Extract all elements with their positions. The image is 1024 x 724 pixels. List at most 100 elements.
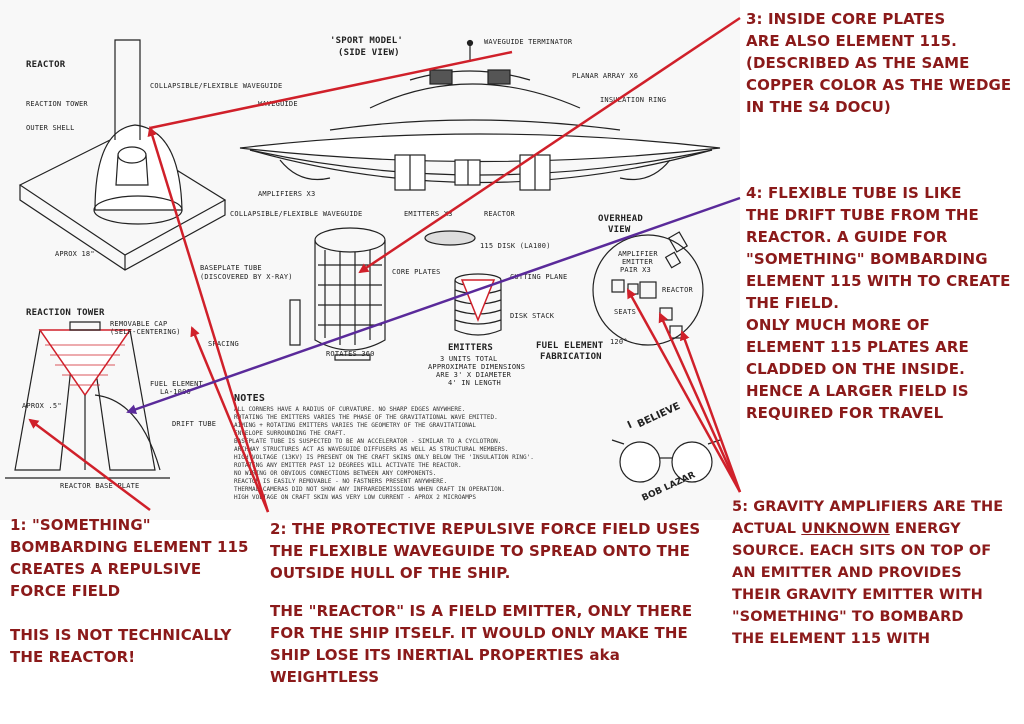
ship-title: 'SPORT MODEL' (330, 36, 404, 46)
callout-2-line: OUTSIDE HULL OF THE SHIP. (270, 564, 511, 582)
callout-4-line: THE FIELD. (746, 294, 840, 312)
schematic-sketch: REACTOR REACTION TOWER OUTER SHELL COLLA… (5, 36, 721, 504)
tower-fuel-id-label: LA-1000 (160, 388, 191, 396)
ship-reactor-label: REACTOR (484, 210, 515, 218)
callout-2-line: FOR THE SHIP ITSELF. IT WOULD ONLY MAKE … (270, 624, 688, 642)
baseplate-tube-label: BASEPLATE TUBE (200, 264, 262, 272)
callout-1-line: CREATES A REPULSIVE (10, 560, 202, 578)
reactor-title: REACTOR (26, 60, 66, 70)
notes-title: NOTES (234, 393, 266, 404)
overhead-title: OVERHEAD (598, 214, 643, 224)
note-line: AIMING + ROTATING EMITTERS VARIES THE GE… (234, 422, 477, 429)
ship-waveguide-label: WAVEGUIDE (258, 100, 298, 108)
callout-3-line: 3: INSIDE CORE PLATES (746, 10, 946, 28)
base-plate-label: REACTOR BASE PLATE (60, 482, 140, 490)
waveguide-terminator-label: WAVEGUIDE TERMINATOR (484, 38, 573, 46)
callout-4-line: REACTOR. A GUIDE FOR (746, 228, 948, 246)
callout-4-line: 4: FLEXIBLE TUBE IS LIKE (746, 184, 962, 202)
tower-fuel-label: FUEL ELEMENT (150, 380, 203, 388)
arrow-callout-4 (126, 196, 741, 415)
emitters-label: EMITTERS X3 (404, 210, 453, 218)
arrow-callout-3 (358, 16, 741, 274)
emitter-label: EMITTER (622, 258, 653, 266)
drift-tube-label: DRIFT TUBE (172, 420, 217, 428)
emitters-detail-3: ARE 3' X DIAMETER (436, 371, 512, 379)
core-plates-label: CORE PLATES (392, 268, 441, 276)
callout-1-line: THIS IS NOT TECHNICALLY (10, 626, 232, 644)
arrow-callout-5-b (658, 312, 742, 493)
arrow-callout-2-c (149, 50, 513, 130)
callout-5-line: SOURCE. EACH SITS ON TOP OF (732, 543, 992, 559)
callout-5-line: AN EMITTER AND PROVIDES (732, 565, 962, 581)
callout-5-line: THEIR GRAVITY EMITTER WITH (732, 587, 983, 603)
tower-title: REACTION TOWER (26, 308, 105, 318)
amplifier-label: AMPLIFIER (618, 250, 658, 258)
emitters-title: EMITTERS (448, 343, 493, 353)
callout-2-line: SHIP LOSE ITS INERTIAL PROPERTIES aka (270, 646, 620, 664)
note-line: ALL CORNERS HAVE A RADIUS OF CURVATURE. … (234, 406, 466, 413)
arrow-callout-1 (28, 418, 151, 511)
arrow-callout-5-a (626, 288, 742, 493)
note-line: ENVELOPE SURROUNDING THE CRAFT. (234, 430, 346, 437)
baseplate-tube-note: (DISCOVERED BY X-RAY) (200, 273, 293, 281)
note-line: REACTOR IS EASILY REMOVABLE - NO FASTNER… (234, 478, 448, 485)
spacing-label: SPACING (208, 340, 239, 348)
callout-3-line: ARE ALSO ELEMENT 115. (746, 32, 957, 50)
callout-5: 5: GRAVITY AMPLIFIERS ARE THE ACTUAL UNK… (732, 496, 1003, 650)
callout-4-line: THE DRIFT TUBE FROM THE (746, 206, 979, 224)
callout-3-line: COPPER COLOR AS THE WEDGE (746, 76, 1012, 94)
removable-cap-label: REMOVABLE CAP (110, 320, 168, 328)
callout-5-line: 5: GRAVITY AMPLIFIERS ARE THE (732, 499, 1004, 515)
callout-4-line: ONLY MUCH MORE OF (746, 316, 930, 334)
fuel-element-drawing (454, 273, 502, 336)
callout-1-line: 1: "SOMETHING" (10, 516, 151, 534)
outer-shell-label: OUTER SHELL (26, 124, 75, 132)
note-line: ARCHWAY STRUCTURES ACT AS WAVEGUIDE DIFF… (234, 446, 509, 453)
callout-1-line: FORCE FIELD (10, 582, 121, 600)
callout-2-line: THE FLEXIBLE WAVEGUIDE TO SPREAD ONTO TH… (270, 542, 690, 560)
callout-4-line: "SOMETHING" BOMBARDING (746, 250, 988, 268)
note-line: ROTATING ANY EMITTER PAST 12 DEGREES WIL… (234, 462, 462, 469)
reactor-approx-label: APROX 18" (55, 250, 95, 258)
rotates-label: ROTATES 360 (326, 350, 375, 358)
overhead-reactor-label: REACTOR (662, 286, 693, 294)
callout-5-line: "SOMETHING" TO BOMBARD (732, 609, 964, 625)
callout-5-text: ENERGY (889, 521, 961, 537)
reactor-drawing (18, 39, 227, 271)
emitters-detail-2: APPROXIMATE DIMENSIONS (428, 363, 526, 371)
callout-3-line: IN THE S4 DOCU) (746, 98, 891, 116)
callout-5-line: THE ELEMENT 115 WITH (732, 631, 931, 647)
callout-2-line: WEIGHTLESS (270, 668, 380, 686)
callout-4-line: REQUIRED FOR TRAVEL (746, 404, 944, 422)
note-line: BASEPLATE TUBE IS SUSPECTED TO BE AN ACC… (234, 438, 502, 445)
callout-4-line: ELEMENT 115 WITH TO CREATE (746, 272, 1011, 290)
callout-4-line: ELEMENT 115 PLATES ARE (746, 338, 969, 356)
ship-subtitle: (SIDE VIEW) (338, 48, 400, 58)
pair-label: PAIR X3 (620, 266, 651, 274)
reaction-tower-drawing (5, 321, 170, 479)
note-line: NO WIRING OR OBVIOUS CONNECTIONS BETWEEN… (234, 470, 437, 477)
disk-label: 115 DISK (LA100) (480, 242, 551, 250)
callout-5-text: ACTUAL (732, 521, 802, 537)
callout-4: 4: FLEXIBLE TUBE IS LIKE THE DRIFT TUBE … (746, 182, 1010, 424)
fuel-element-label: FUEL ELEMENT (536, 341, 604, 351)
note-line: HIGH VOLTAGE (13KV) IS PRESENT ON THE CR… (234, 454, 534, 461)
fabrication-label: FABRICATION (540, 352, 602, 362)
angle-label: 120° (610, 338, 628, 346)
arrow-callout-2-a (147, 126, 270, 513)
callout-1: 1: "SOMETHING" BOMBARDING ELEMENT 115 CR… (10, 514, 249, 668)
baseplate-tube-drawing (289, 227, 476, 361)
note-line: ROTATING THE EMITTERS VARIES THE PHASE O… (234, 414, 498, 421)
arrow-callout-5-c (680, 330, 742, 493)
callout-4-line: HENCE A LARGER FIELD IS (746, 382, 969, 400)
arrow-callout-2-b (190, 326, 270, 513)
emitters-detail-1: 3 UNITS TOTAL (440, 355, 498, 363)
callout-1-line: THE REACTOR! (10, 648, 136, 666)
seats-label: SEATS (614, 308, 637, 316)
callout-2: 2: THE PROTECTIVE REPULSIVE FORCE FIELD … (270, 518, 700, 688)
note-line: THERMAL CAMERAS DID NOT SHOW ANY INFRARE… (234, 486, 505, 493)
baseplate-waveguide-label: COLLAPSIBLE/FLEXIBLE WAVEGUIDE (230, 210, 363, 218)
callout-1-line: BOMBARDING ELEMENT 115 (10, 538, 249, 556)
planar-array-label: PLANAR ARRAY X6 (572, 72, 639, 80)
callout-5-line: ACTUAL UNKNOWN ENERGY (732, 518, 1003, 540)
